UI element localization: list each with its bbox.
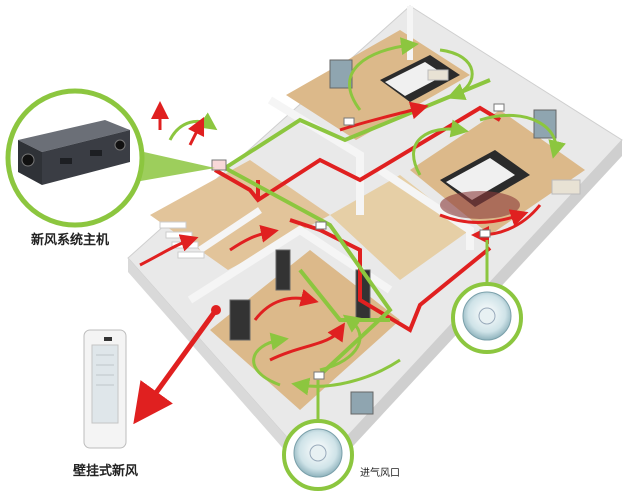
exhaust-air-arrows — [139, 101, 542, 362]
hall-floor — [330, 175, 470, 280]
house-plan — [127, 5, 623, 486]
ceiling-vent-icon — [451, 240, 523, 354]
main-unit-label: 新风系统主机 — [31, 233, 110, 248]
upper-bedroom-floor — [286, 30, 470, 140]
ceiling-vent-icon — [211, 103, 505, 380]
exhaust-direction-arrow — [133, 305, 221, 425]
main-unit-callout — [5, 88, 215, 228]
ventilation-unit-icon — [18, 120, 130, 185]
bed-icon — [440, 150, 530, 219]
fresh-air-arrows — [168, 37, 566, 396]
ceiling-vent-icon — [282, 380, 354, 491]
wall-unit-label: 壁挂式新风 — [73, 464, 139, 479]
wall-purifier-icon — [83, 329, 127, 449]
air-inlet-label: 进气风口 — [360, 468, 400, 479]
sofa-icon — [427, 69, 581, 195]
window-icon — [229, 59, 557, 415]
